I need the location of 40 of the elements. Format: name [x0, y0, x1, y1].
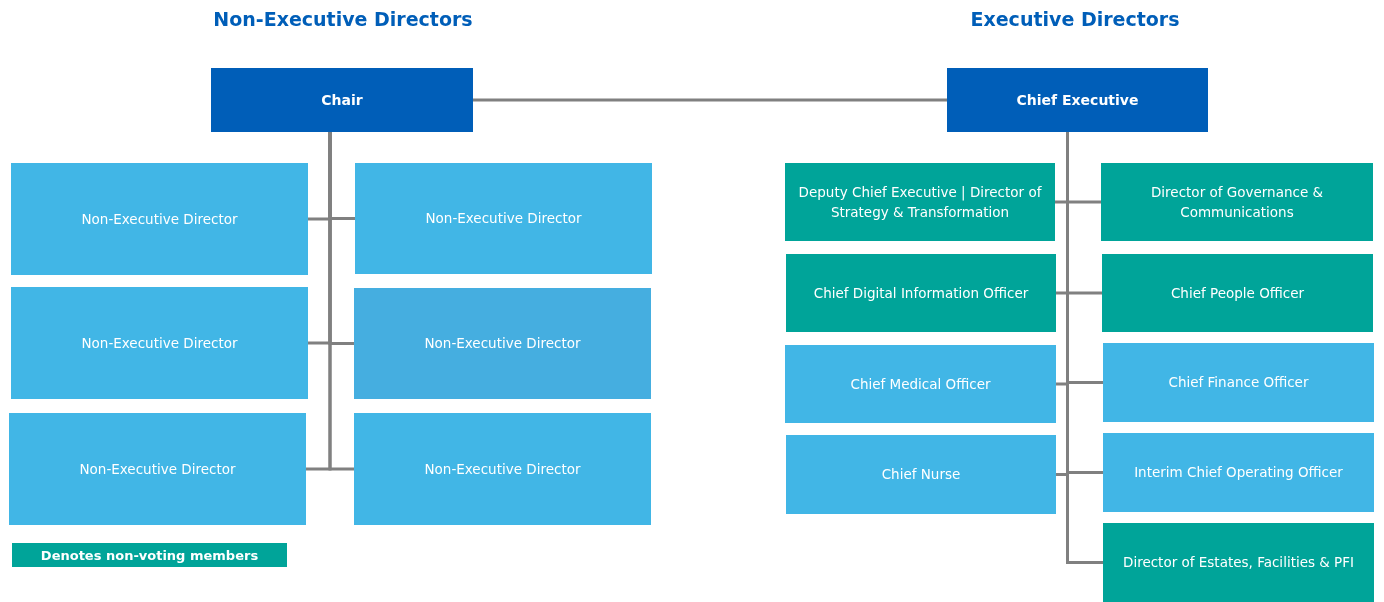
- role-title: Chief Digital Information Officer: [813, 283, 1029, 303]
- role-title: Chief Executive: [1016, 90, 1139, 110]
- role-title: Chair: [321, 90, 363, 110]
- org-chart-box: [786, 254, 1056, 332]
- role-title: Non-Executive Director: [425, 209, 582, 229]
- org-chart-box: [1103, 433, 1374, 512]
- org-chart-box: [786, 435, 1056, 514]
- section-heading: Executive Directors: [970, 8, 1180, 30]
- org-chart-box: [785, 345, 1056, 423]
- org-chart-box: [11, 163, 308, 275]
- org-chart-box: [211, 68, 473, 132]
- connector-line: [328, 132, 354, 471]
- org-chart-box: [354, 288, 651, 399]
- role-title: Interim Chief Operating Officer: [1134, 463, 1343, 483]
- org-chart-box: [355, 163, 652, 274]
- org-chart-box: [9, 413, 306, 525]
- role-title: Non-Executive Director: [81, 333, 238, 353]
- role-title: Non-Executive Director: [424, 459, 581, 479]
- role-title: Chief Medical Officer: [850, 374, 991, 394]
- org-chart-box: [354, 413, 651, 525]
- org-chart-box: [1103, 343, 1374, 422]
- org-chart-box: [1102, 254, 1373, 332]
- role-title: Director of Estates, Facilities & PFI: [1123, 553, 1354, 573]
- role-title: Non-Executive Director: [424, 334, 581, 354]
- connector-line: [1066, 132, 1103, 564]
- org-chart-box: [1103, 523, 1374, 602]
- section-heading: Non-Executive Directors: [213, 8, 473, 30]
- role-title: Chief People Officer: [1170, 283, 1305, 303]
- role-title: Non-Executive Director: [79, 459, 236, 479]
- org-chart-box: [11, 287, 308, 399]
- role-title: Chief Nurse: [881, 465, 961, 485]
- org-chart-box: [1101, 163, 1373, 241]
- org-chart-box: [947, 68, 1208, 132]
- role-title: Chief Finance Officer: [1168, 373, 1309, 393]
- role-title: Director of Governance & Communications: [1149, 182, 1325, 222]
- role-title: Deputy Chief Executive | Director of Strategy & Transformation: [797, 182, 1043, 222]
- role-title: Non-Executive Director: [81, 209, 238, 229]
- connector-line: [473, 98, 947, 102]
- org-chart-box: [785, 163, 1055, 241]
- legend-text: Denotes non-voting members: [40, 547, 259, 563]
